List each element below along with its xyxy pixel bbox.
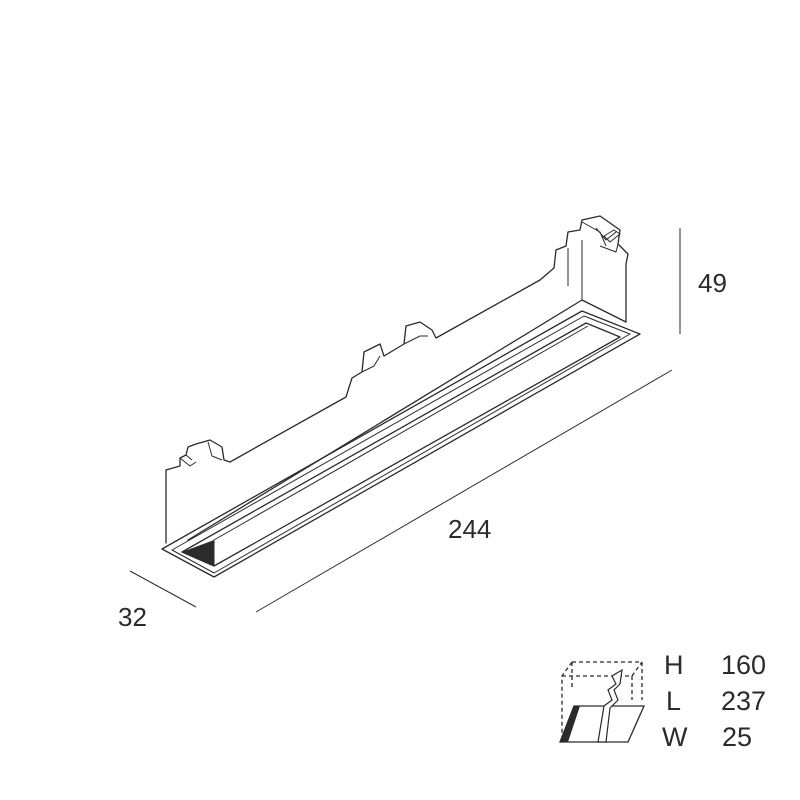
spec-value-w: 25	[722, 722, 752, 752]
length-dimension-line	[255, 369, 673, 613]
trim-flange-inner	[171, 315, 631, 574]
luminaire-drawing	[161, 215, 641, 578]
spec-letter-w: W	[662, 722, 688, 752]
spec-letter-h: H	[664, 650, 684, 680]
light-aperture	[181, 322, 621, 567]
height-label: 49	[698, 268, 727, 298]
aperture-shadow	[182, 540, 214, 566]
cut-section	[597, 668, 623, 743]
spec-value-h: 160	[721, 650, 766, 680]
right-clip-detail	[581, 221, 619, 253]
trim-flange-outer	[161, 310, 641, 578]
spec-letter-l: L	[666, 686, 681, 716]
right-clip-slot	[603, 229, 621, 243]
left-clip-detail	[179, 441, 223, 467]
housing-top-outline	[165, 215, 629, 544]
cutout-icon	[559, 661, 646, 743]
cutout-box-vertical	[571, 662, 633, 700]
width-label: 32	[118, 602, 147, 632]
spec-value-l: 237	[721, 686, 766, 716]
dimension-lines	[129, 228, 681, 613]
aperture-inner-wall	[213, 325, 589, 566]
length-label: 244	[448, 514, 491, 544]
middle-clip-detail	[361, 335, 428, 373]
cutout-spec: H 160 L 237 W 25	[662, 650, 766, 752]
housing-right-edge	[567, 240, 583, 300]
width-dimension-line	[129, 570, 197, 608]
slab-edge	[560, 706, 580, 742]
